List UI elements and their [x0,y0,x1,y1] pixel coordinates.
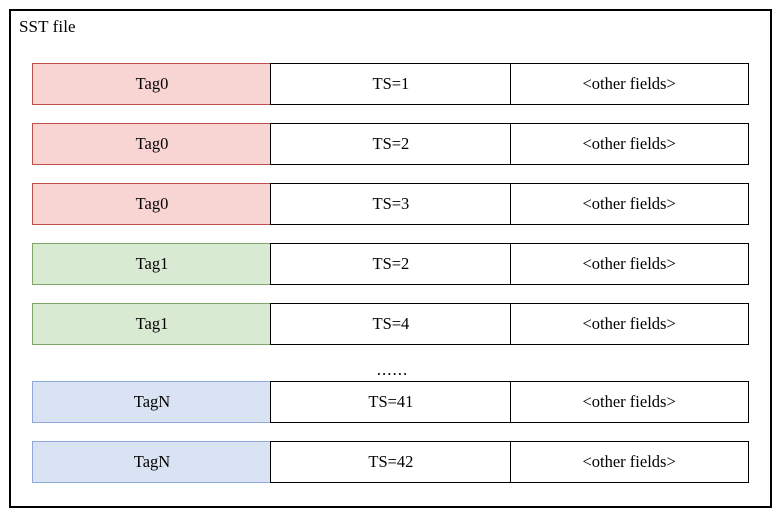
record-tag-cell: Tag1 [32,243,272,285]
record-tag-cell: Tag0 [32,183,272,225]
record-tag-cell: TagN [32,381,272,423]
record-tag-cell: Tag0 [32,63,272,105]
record-other-fields-cell: <other fields> [509,243,749,285]
record-other-fields-cell: <other fields> [509,63,749,105]
record-tag-cell: TagN [32,441,272,483]
record-tag-cell: Tag1 [32,303,272,345]
record-timestamp-cell: TS=2 [270,123,512,165]
sst-file-label: SST file [19,17,76,36]
record-other-fields-cell: <other fields> [509,441,749,483]
record-timestamp-cell: TS=1 [270,63,512,105]
record-other-fields-cell: <other fields> [509,183,749,225]
records-ellipsis: ...... [32,357,751,381]
record-timestamp-cell: TS=4 [270,303,512,345]
record-timestamp-cell: TS=42 [270,441,512,483]
record-other-fields-cell: <other fields> [509,381,749,423]
record-other-fields-cell: <other fields> [509,303,749,345]
record-tag-cell: Tag0 [32,123,272,165]
ellipsis-dots: ...... [376,359,409,379]
record-timestamp-cell: TS=3 [270,183,512,225]
record-other-fields-cell: <other fields> [509,123,749,165]
record-timestamp-cell: TS=41 [270,381,512,423]
record-timestamp-cell: TS=2 [270,243,512,285]
